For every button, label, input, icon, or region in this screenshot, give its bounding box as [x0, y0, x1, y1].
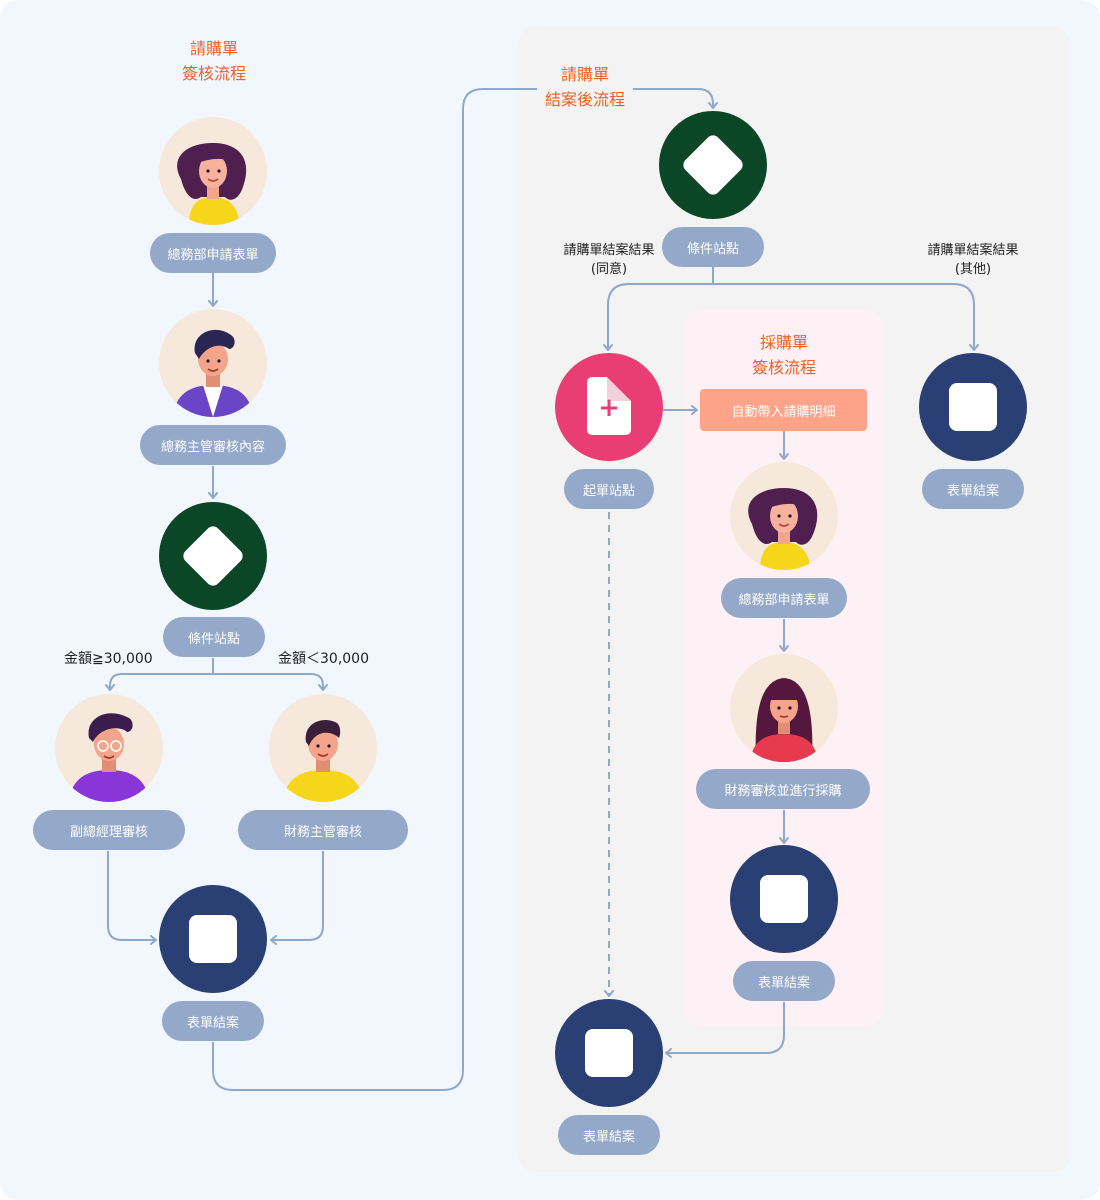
document-plus-icon: +	[587, 377, 631, 435]
end-node-final[interactable]	[555, 999, 663, 1107]
connector-branch-left	[105, 658, 214, 691]
end-label-left[interactable]: 表單結案	[162, 1001, 264, 1041]
avatar-finance-manager	[269, 694, 377, 802]
diamond-icon	[180, 523, 246, 589]
end-label-final[interactable]: 表單結案	[558, 1115, 660, 1155]
square-icon	[189, 915, 237, 963]
condition-node-right[interactable]	[659, 111, 767, 219]
avatar-applicant-woman-sub	[730, 462, 838, 570]
connector-branch-right	[213, 673, 328, 691]
square-icon	[760, 875, 808, 923]
result-agree-note: 請購單結案結果 (同意)	[563, 243, 655, 277]
avatar-applicant-woman	[159, 117, 267, 225]
square-icon	[585, 1029, 633, 1077]
right-flow-title: 請購單 結案後流程	[536, 62, 634, 112]
connector-agree	[603, 267, 714, 351]
end-node-left[interactable]	[159, 885, 267, 993]
diamond-icon	[680, 132, 746, 198]
sub-step-applicant[interactable]: 總務部申請表單	[721, 578, 847, 618]
condition-amount-low: 金額＜30,000	[275, 648, 372, 668]
auto-fill-step[interactable]: 自動帶入請購明細	[700, 389, 867, 431]
result-other-note: 請購單結案結果 (其他)	[927, 243, 1019, 277]
end-label-sub[interactable]: 表單結案	[733, 961, 835, 1001]
avatar-admin-manager	[159, 309, 267, 417]
condition-label-left[interactable]: 條件站點	[163, 617, 265, 657]
sub-flow-title: 採購單 簽核流程	[751, 333, 817, 377]
start-label[interactable]: 起單站點	[564, 469, 654, 509]
step-vice-gm-review[interactable]: 副總經理審核	[33, 810, 185, 850]
square-icon	[949, 383, 997, 431]
sub-step-finance-purchase[interactable]: 財務審核並進行採購	[696, 769, 870, 809]
start-node[interactable]: +	[555, 353, 663, 461]
condition-label-right[interactable]: 條件站點	[662, 227, 764, 267]
left-flow-title: 請購單 簽核流程	[181, 39, 247, 83]
connector-to-post-flow	[212, 88, 718, 1091]
avatar-vice-gm	[55, 694, 163, 802]
connector-sub-to-final	[665, 1002, 785, 1058]
avatar-finance-buyer	[730, 654, 838, 762]
end-label-other[interactable]: 表單結案	[922, 469, 1024, 509]
connector-merge-left	[107, 851, 157, 945]
connector-other	[713, 283, 979, 351]
end-node-other[interactable]	[919, 353, 1027, 461]
step-finance-review[interactable]: 財務主管審核	[238, 810, 408, 850]
condition-node-left[interactable]	[159, 502, 267, 610]
connector-merge-right	[270, 851, 324, 945]
step-applicant[interactable]: 總務部申請表單	[150, 233, 276, 273]
condition-amount-high: 金額≧30,000	[61, 648, 156, 668]
step-admin-review[interactable]: 總務主管審核內容	[140, 425, 286, 465]
end-node-sub[interactable]	[730, 845, 838, 953]
